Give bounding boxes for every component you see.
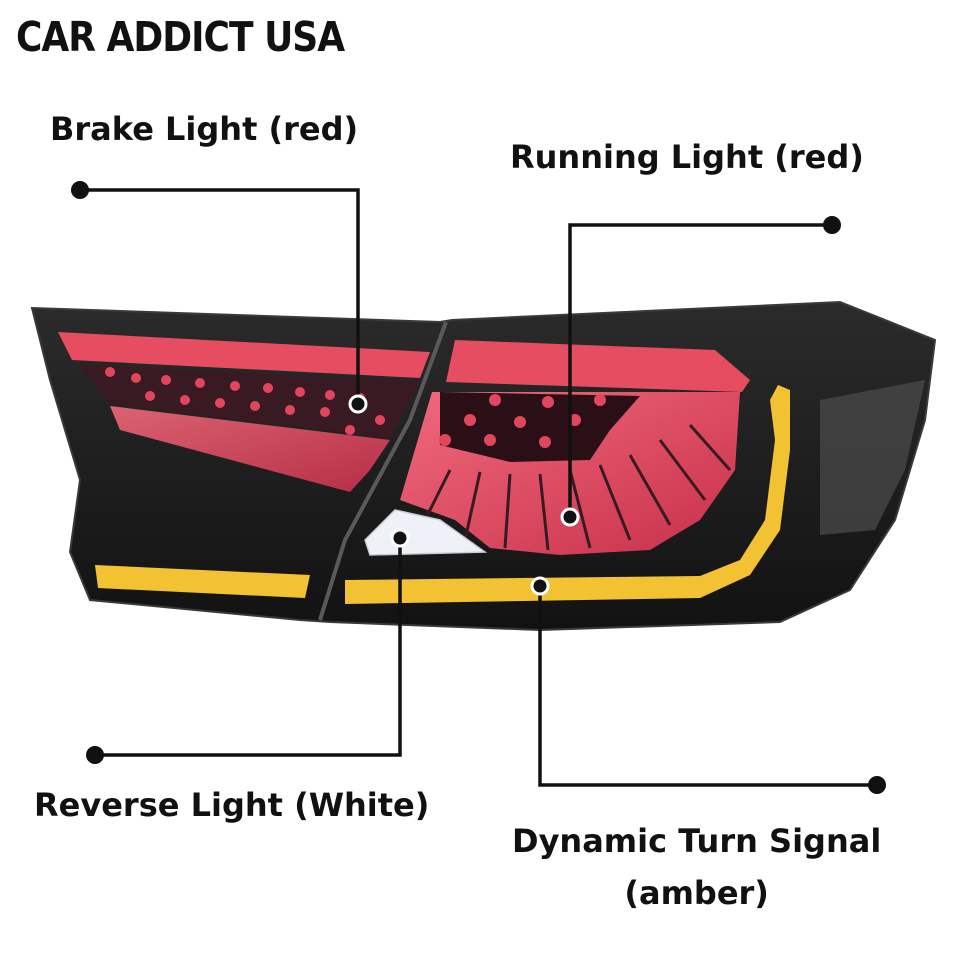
turn-leader xyxy=(538,585,877,787)
turn-dot-outer xyxy=(868,776,886,794)
reverse-target xyxy=(390,528,410,548)
brake-leader xyxy=(80,188,360,400)
leader-dots xyxy=(71,181,886,794)
turn-signal-label-line2: (amber) xyxy=(624,874,769,912)
panel-seam xyxy=(318,321,448,621)
running-leader xyxy=(568,223,832,515)
brake-light-label: Brake Light (red) xyxy=(50,110,359,148)
brand-logo: CAR ADDICT USA xyxy=(16,14,345,62)
running-dot-outer xyxy=(823,216,841,234)
turn-signal-label: Dynamic Turn Signal (amber) xyxy=(512,815,881,919)
leader-target-dots xyxy=(348,394,580,596)
running-light-label: Running Light (red) xyxy=(510,138,864,176)
brake-target xyxy=(348,394,368,414)
turn-target xyxy=(530,576,550,596)
amber-turn-signal xyxy=(95,385,790,604)
brake-dot-outer xyxy=(71,181,89,199)
leader-lines xyxy=(80,188,877,787)
running-target xyxy=(560,507,580,527)
reverse-light-label: Reverse Light (White) xyxy=(34,786,430,824)
turn-signal-label-line1: Dynamic Turn Signal xyxy=(512,822,882,860)
reverse-leader xyxy=(95,540,402,757)
reverse-dot-outer xyxy=(86,746,104,764)
